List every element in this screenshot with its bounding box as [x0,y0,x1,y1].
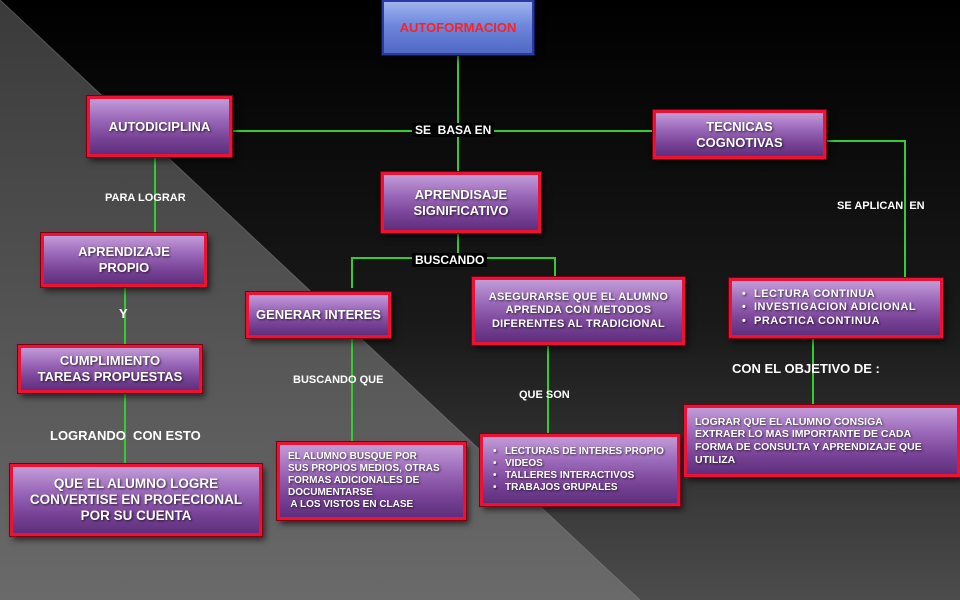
node-aprendisaje-line-2: SIGNIFICATIVO [413,202,509,218]
label-y: Y [119,306,128,321]
node-alumno-busque: EL ALUMNO BUSQUE POR SUS PROPIOS MEDIOS,… [277,442,466,520]
node-generar-interes: GENERAR INTERES [246,292,391,338]
node-lectura-list: LECTURA CONTINUA INVESTIGACION ADICIONAL… [729,278,943,338]
title-node: AUTOFORMACION [382,0,534,55]
label-con-el-objetivo: CON EL OBJETIVO DE : [732,361,880,376]
node-lecturas-list: LECTURAS DE INTERES PROPIO VIDEOS TALLER… [480,434,680,506]
node-aprendisaje-line-1: APRENDISAJE [414,186,508,202]
node-alumno-logre-line-1: QUE EL ALUMNO LOGRE [53,475,219,491]
node-asegurarse: ASEGURARSE QUE EL ALUMNO APRENDA CON MET… [472,277,685,345]
label-para-lograr: PARA LOGRAR [105,192,186,204]
node-cumplimiento-line-1: CUMPLIMIENTO [59,353,161,369]
node-lograr-line-3: FORMA DE CONSULTA Y APRENDIZAJE QUE [695,441,922,453]
node-lograr: LOGRAR QUE EL ALUMNO CONSIGA EXTRAER LO … [684,405,960,477]
node-cumplimiento: CUMPLIMIENTO TAREAS PROPUESTAS [18,345,202,393]
node-lograr-line-1: LOGRAR QUE EL ALUMNO CONSIGA [695,415,883,428]
node-autodiciplina-text: AUTODICIPLINA [108,118,211,134]
list-item: TRABAJOS GRUPALES [493,482,664,494]
node-alumno-logre-line-2: CONVERTISE EN PROFECIONAL [29,491,243,507]
node-asegurarse-line-2: APRENDA CON METODOS [505,304,652,317]
label-buscando-que: BUSCANDO QUE [293,374,384,386]
label-logrando: LOGRANDO CON ESTO [50,428,201,443]
label-buscando: BUSCANDO [412,253,488,267]
node-alumno-busque-line-5: A LOS VISTOS EN CLASE [288,499,414,510]
node-generar-interes-text: GENERAR INTERES [256,307,381,323]
node-asegurarse-line-3: DIFERENTES AL TRADICIONAL [491,317,666,330]
title-text: AUTOFORMACION [399,19,517,35]
node-alumno-busque-line-3: FORMAS ADICIONALES DE [288,475,420,486]
label-se-basa-en: SE BASA EN [412,123,495,137]
node-alumno-logre: QUE EL ALUMNO LOGRE CONVERTISE EN PROFEC… [10,464,262,536]
node-aprendizaje-propio-line-1: APRENDIZAJE [78,244,170,260]
node-alumno-busque-line-1: EL ALUMNO BUSQUE POR [288,451,417,462]
list-item: LECTURAS DE INTERES PROPIO [493,446,664,458]
node-autodiciplina: AUTODICIPLINA [87,96,232,157]
list-item: VIDEOS [493,458,664,470]
list-item: PRACTICA CONTINUA [742,315,916,328]
node-alumno-busque-line-4: DOCUMENTARSE [288,487,373,498]
node-alumno-logre-line-3: POR SU CUENTA [80,508,192,524]
node-aprendisaje-significativo: APRENDISAJE SIGNIFICATIVO [381,172,541,233]
node-tecnicas-line-2: COGNOTIVAS [696,134,783,150]
node-tecnicas-line-1: TECNICAS [706,118,773,134]
node-asegurarse-line-1: ASEGURARSE QUE EL ALUMNO [488,291,669,304]
node-lograr-line-4: UTILIZA [695,453,736,466]
node-cumplimiento-line-2: TAREAS PROPUESTAS [37,369,183,384]
list-item: INVESTIGACION ADICIONAL [742,301,916,314]
node-alumno-busque-line-2: SUS PROPIOS MEDIOS, OTRAS [288,463,440,474]
lectura-list: LECTURA CONTINUA INVESTIGACION ADICIONAL… [742,288,916,328]
lecturas-list: LECTURAS DE INTERES PROPIO VIDEOS TALLER… [493,446,664,494]
node-aprendizaje-propio-line-2: PROPIO [98,260,150,275]
node-aprendizaje-propio: APRENDIZAJE PROPIO [41,233,207,287]
label-se-aplican-en: SE APLICAN EN [837,200,925,212]
label-que-son: QUE SON [519,389,570,401]
list-item: TALLERES INTERACTIVOS [493,470,664,482]
node-lograr-line-2: EXTRAER LO MAS IMPORTANTE DE CADA [695,428,912,441]
node-tecnicas-cognotivas: TECNICAS COGNOTIVAS [653,110,826,159]
list-item: LECTURA CONTINUA [742,288,916,301]
